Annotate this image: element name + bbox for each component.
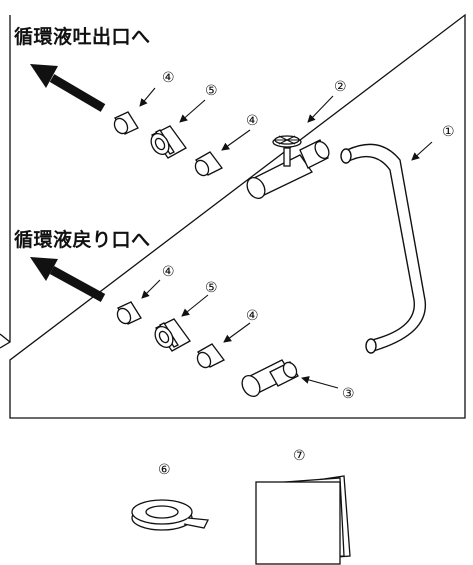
manual-part	[255, 475, 351, 565]
union-top	[150, 125, 187, 159]
pipe-piece-top-left	[113, 111, 139, 135]
return-heading: 循環液戻り口へ	[14, 229, 151, 251]
union-bottom	[154, 318, 191, 352]
pipe-piece-top-mid	[194, 151, 223, 177]
callout-5-bottom: ⑤	[205, 280, 218, 296]
callout-6: ⑥	[158, 462, 171, 478]
hose-part	[340, 143, 427, 354]
callout-2: ②	[334, 79, 347, 95]
valve-tee-part	[246, 135, 330, 199]
panel-frame	[0, 13, 466, 419]
outlet-direction-arrow	[30, 64, 106, 112]
outlet-heading: 循環液吐出口へ	[14, 26, 151, 48]
return-direction-arrow	[30, 257, 106, 302]
pipe-piece-bottom-left	[116, 301, 142, 325]
pipe-piece-bottom-mid	[196, 343, 225, 369]
callout-4-bottom-mid: ④	[246, 308, 259, 324]
callout-4-bottom-left: ④	[162, 264, 175, 280]
leader-lines	[139, 87, 433, 389]
callout-3: ③	[342, 386, 355, 402]
callout-1: ①	[442, 124, 455, 140]
seal-tape-part	[131, 499, 210, 531]
callout-4-top-left: ④	[162, 70, 175, 86]
callout-5-top: ⑤	[205, 83, 218, 99]
callout-4-top-mid: ④	[246, 113, 259, 129]
callout-7: ⑦	[293, 448, 306, 464]
tee-part	[241, 359, 299, 397]
